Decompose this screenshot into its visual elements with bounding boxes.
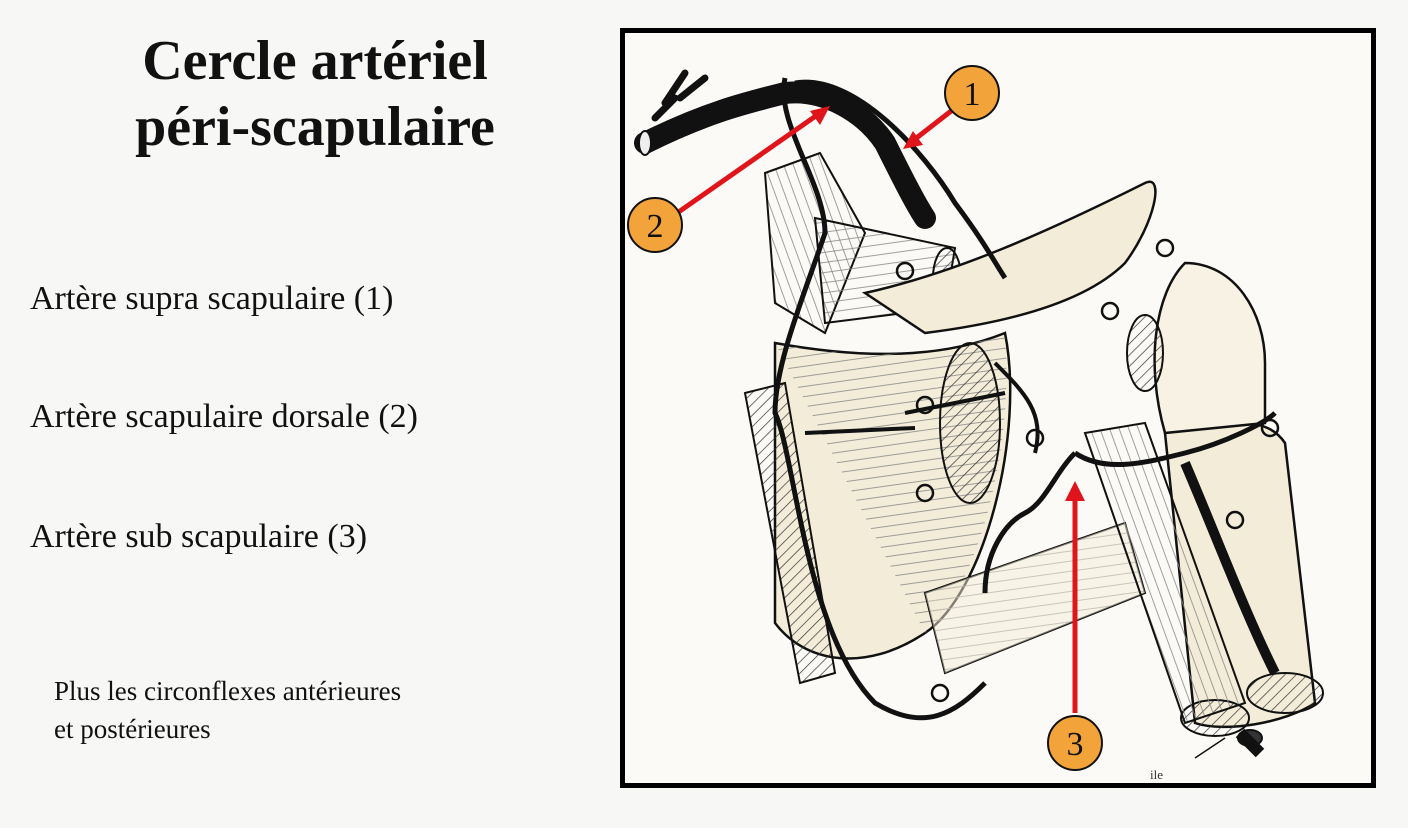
marker-2: 2	[627, 197, 683, 253]
dorsal-scapular-artery	[772, 77, 987, 721]
artery-item-supra-scapulaire: Artère supra scapulaire (1)	[30, 280, 394, 317]
deltoid-muscle	[1126, 261, 1267, 435]
title-line-1: Cercle artériel	[142, 30, 488, 92]
slide-title: Cercle artériel péri-scapulaire	[60, 28, 570, 160]
scapular-anatomy-drawing: 1 2 3 ile	[627, 65, 1324, 782]
arrow-marker-1	[903, 106, 957, 149]
axillary-artery	[1180, 461, 1280, 758]
rhomboid-muscle	[743, 381, 837, 685]
arrow-marker-3	[1065, 481, 1085, 713]
caption-leader-line	[1194, 737, 1226, 759]
artery-item-sub-scapulaire: Artère sub scapulaire (3)	[30, 518, 368, 555]
marker-3: 3	[1047, 715, 1103, 771]
title-line-2: péri-scapulaire	[135, 96, 495, 158]
artery-item-scapulaire-dorsale: Artère scapulaire dorsale (2)	[30, 398, 418, 435]
infraspinatus-muscle	[939, 342, 1001, 504]
marker-2-label: 2	[647, 208, 664, 245]
subscapular-artery	[804, 361, 1277, 594]
anatomical-figure: 1 2 3 ile	[620, 28, 1376, 788]
arrow-marker-2	[668, 106, 830, 221]
suprascapular-artery	[794, 79, 1008, 280]
note-line-1: Plus les circonflexes antérieures	[54, 676, 402, 706]
note-line-2: et postérieures	[54, 714, 211, 744]
marker-3-label: 3	[1067, 726, 1084, 763]
marker-1-label: 1	[964, 76, 981, 113]
biceps-tendon	[1083, 421, 1247, 725]
anastomosis-circles	[895, 238, 1280, 703]
acromion-bone	[861, 180, 1157, 335]
caption-fragment: ile	[1150, 767, 1163, 782]
subclavian-artery	[634, 69, 936, 229]
circumflex-note: Plus les circonflexes antérieures et pos…	[54, 672, 401, 748]
marker-1: 1	[944, 65, 1000, 121]
